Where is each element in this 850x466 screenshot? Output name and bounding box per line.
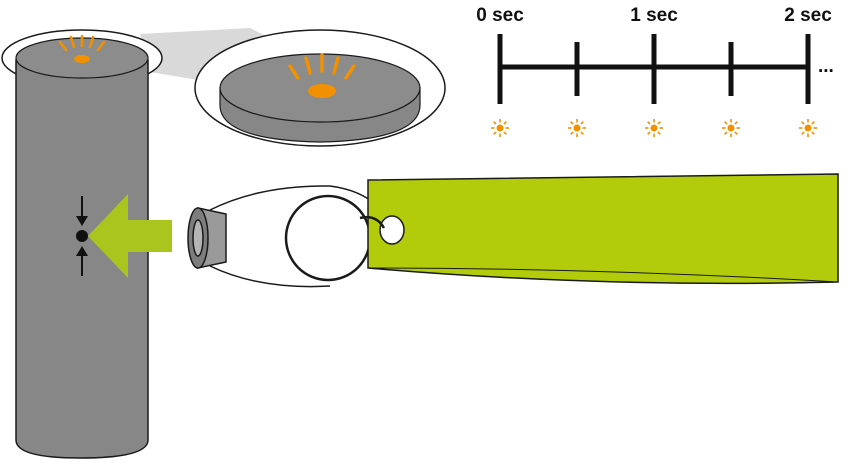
sun-flash-icon	[799, 119, 817, 137]
green-tag	[367, 173, 839, 285]
flash-row	[491, 119, 817, 137]
tag-hole	[379, 215, 405, 245]
pinch-arrows-icon	[76, 196, 88, 276]
sun-flash-icon	[568, 119, 586, 137]
big-arrow-icon	[88, 194, 172, 278]
sun-flash-icon	[722, 119, 740, 137]
wire-loop	[209, 185, 377, 288]
timeline-continuation: ...	[818, 56, 834, 77]
magnet-cylinder	[187, 207, 227, 269]
timeline-label-0: 0 sec	[476, 5, 524, 26]
device-flash-icon	[58, 34, 106, 63]
sun-flash-icon	[645, 119, 663, 137]
ring-through-hole	[359, 215, 386, 229]
magnified-flash-icon	[288, 53, 356, 98]
sun-flash-icon	[491, 119, 509, 137]
green-tag-fold	[367, 267, 839, 283]
key-ring-inner	[289, 199, 367, 277]
timeline-label-2: 2 sec	[784, 5, 832, 26]
timeline-label-1: 1 sec	[630, 5, 678, 26]
key-ring	[284, 194, 372, 282]
timeline	[497, 34, 811, 104]
